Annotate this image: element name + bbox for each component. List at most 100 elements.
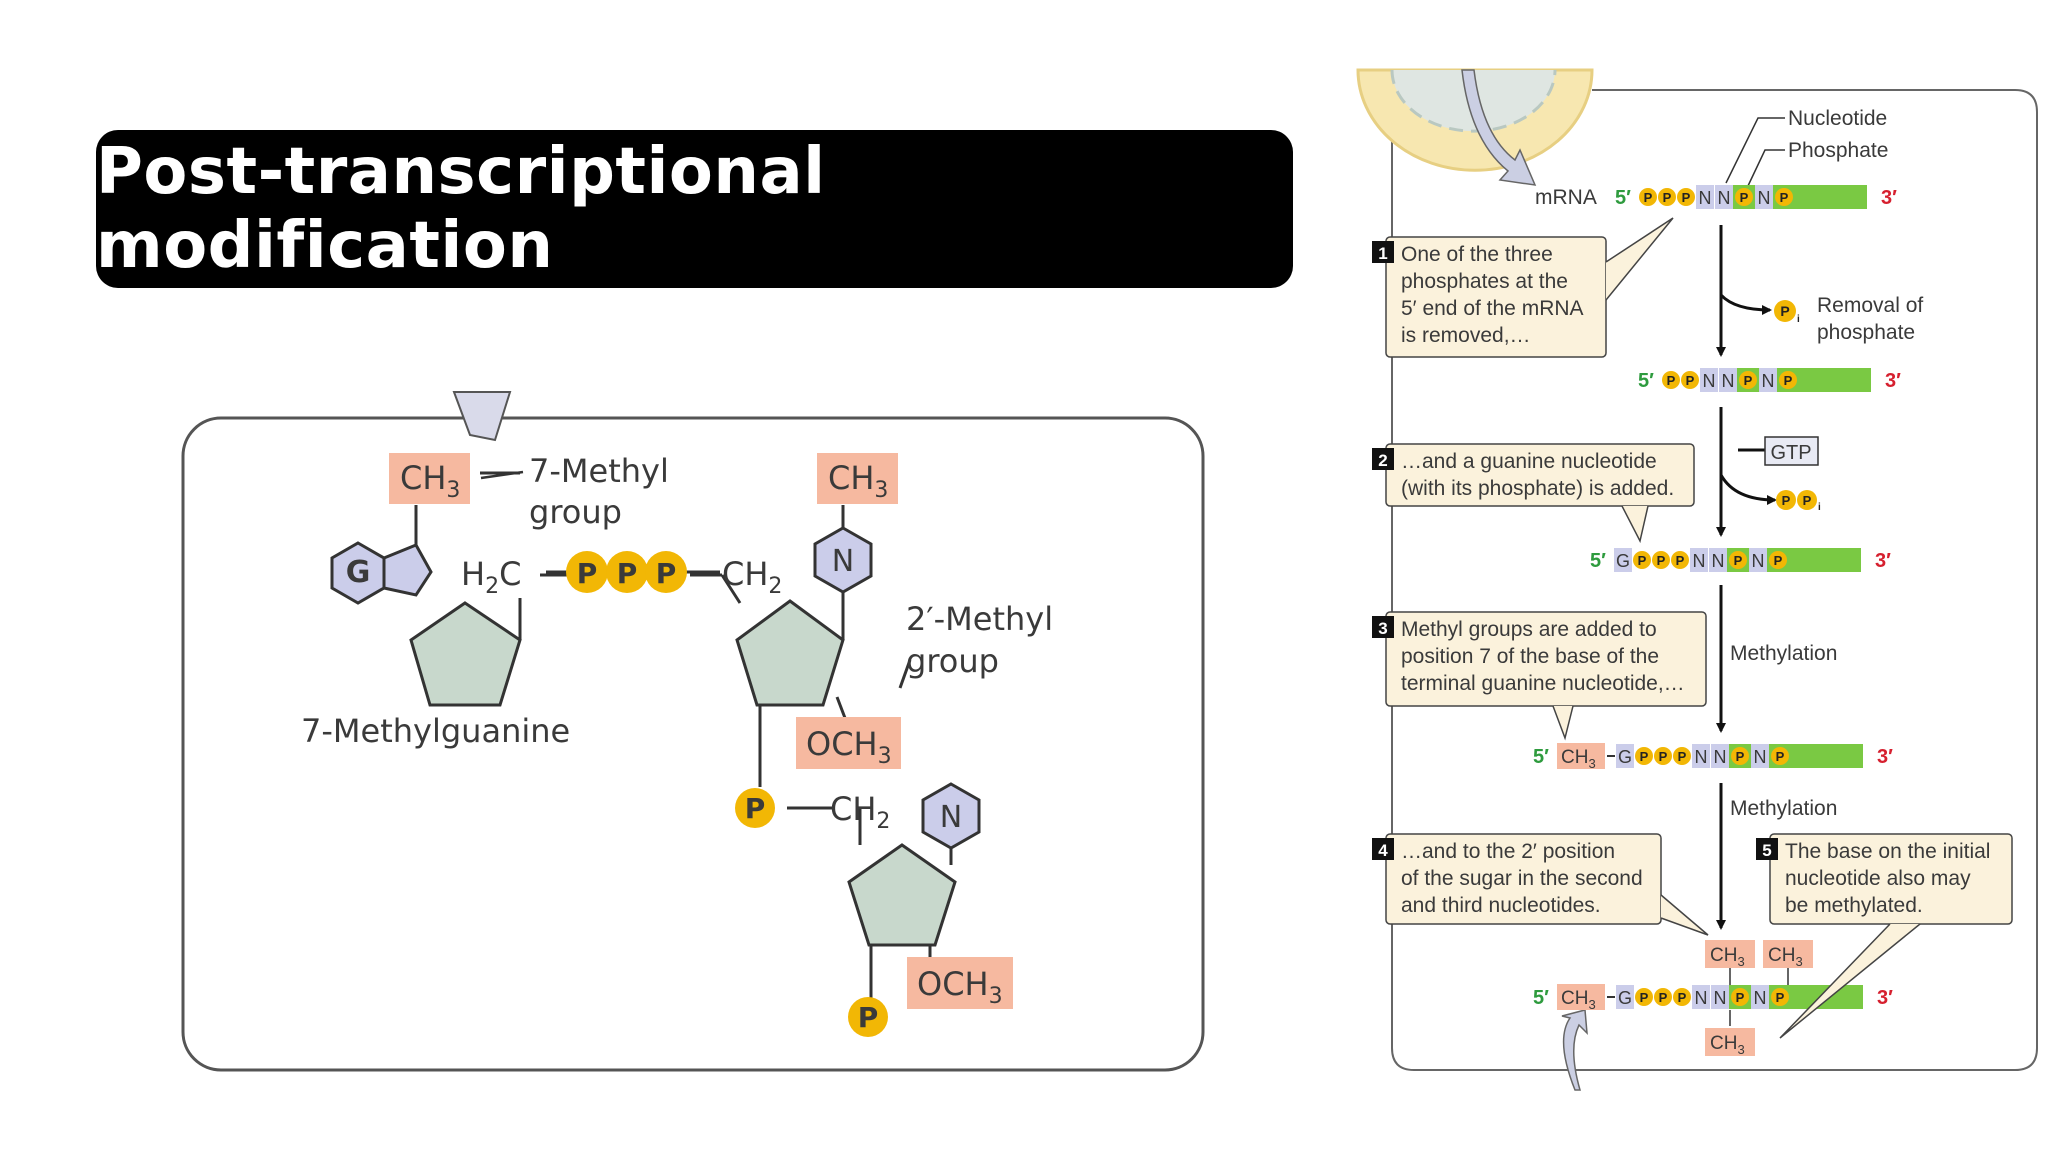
phosphate-letter: P	[1774, 553, 1783, 568]
step-number-box	[1756, 838, 1778, 860]
base-letter: N	[1699, 188, 1712, 208]
callout-box	[1385, 833, 1662, 925]
tail-segment	[1791, 744, 1863, 768]
base-letter: N	[1714, 747, 1727, 767]
phosphate-link: P	[735, 788, 775, 828]
base-box	[1692, 744, 1710, 768]
step2-callout: 2…and a guanine nucleotide(with its phos…	[1372, 443, 1695, 544]
phosphate-bead	[1662, 371, 1680, 389]
phosphate-bead	[1654, 747, 1672, 765]
base-letter: G	[1618, 988, 1632, 1008]
base-box	[1709, 548, 1727, 572]
step-number: 1	[1378, 244, 1387, 263]
base-box	[1711, 744, 1729, 768]
base-box	[1749, 548, 1767, 572]
five-prime-label: 5′	[1533, 987, 1549, 1009]
phosphate-bead	[1658, 188, 1676, 206]
phosphate-bead	[1635, 988, 1653, 1006]
phosphate-letter: P	[1736, 990, 1745, 1005]
phosphate-letter: P	[1644, 190, 1653, 205]
svg-text:P: P	[1803, 493, 1812, 508]
phosphate-letter: P	[1776, 990, 1785, 1005]
phosphate-letter: P	[1640, 990, 1649, 1005]
phosphate-bead	[1771, 988, 1789, 1006]
ch2-label-1: CH2	[722, 555, 782, 599]
methyl-sugar-2: CH3	[1705, 940, 1755, 969]
title-banner: Post-transcriptional modification	[96, 130, 1293, 288]
cap-structure-panel: G N N CH3 CH3 OCH3 OCH3 H2C CH2	[181, 391, 1205, 1072]
three-prime-label: 3′	[1877, 746, 1893, 768]
panel-frame-right	[1391, 70, 2038, 1071]
base-box	[1614, 548, 1632, 572]
step-number-box	[1372, 241, 1394, 263]
base-n-label-2: N	[940, 800, 962, 835]
step-number: 3	[1378, 619, 1387, 638]
base-letter: N	[1754, 988, 1767, 1008]
phosphate-letter: P	[1638, 553, 1647, 568]
svg-text:OCH3: OCH3	[917, 965, 1003, 1009]
callout-line: position 7 of the base of the	[1401, 645, 1659, 668]
step-number-box	[1372, 616, 1394, 638]
svg-text:CH3: CH3	[828, 459, 888, 503]
phosphate-letter: P	[1678, 990, 1687, 1005]
svg-text:i: i	[1797, 314, 1800, 325]
svg-text:P: P	[656, 557, 677, 590]
nucleotide-label: Nucleotide	[1788, 107, 1887, 130]
och3-box-1: OCH3	[796, 717, 901, 769]
base-box	[1751, 985, 1769, 1009]
base-letter: N	[1714, 988, 1727, 1008]
base-box	[1700, 368, 1718, 392]
svg-text:P: P	[617, 557, 638, 590]
base-box	[1711, 985, 1729, 1009]
phosphate-letter: P	[1659, 749, 1668, 764]
base-box	[1696, 185, 1714, 209]
phosphate-bead	[1779, 371, 1797, 389]
step-number: 2	[1378, 451, 1387, 470]
methyl-box	[1557, 743, 1605, 769]
phosphate-letter: P	[1776, 749, 1785, 764]
phosphate-bead	[1671, 551, 1689, 569]
phosphate-bead	[1731, 747, 1749, 765]
phosphate-letter: P	[1657, 553, 1666, 568]
base-letter: N	[1718, 188, 1731, 208]
callout-line: One of the three	[1401, 243, 1553, 266]
callout-pointer	[1779, 923, 1921, 1039]
step-number-box	[1372, 448, 1394, 470]
svg-text:OCH3: OCH3	[806, 725, 892, 769]
callout-line: and third nucleotides.	[1401, 894, 1601, 917]
callout-line: Methyl groups are added to	[1401, 618, 1657, 641]
phosphate-bead	[1652, 551, 1670, 569]
callout-line: is removed,…	[1401, 324, 1531, 347]
base-letter: N	[1762, 371, 1775, 391]
h2c-label: H2C	[461, 555, 521, 599]
step-number-box	[1372, 838, 1394, 860]
base-letter: N	[1695, 988, 1708, 1008]
base-letter: N	[1722, 371, 1735, 391]
methyl-sugar-3: CH3	[1763, 940, 1813, 969]
svg-text:i: i	[1818, 502, 1821, 513]
svg-text:P: P	[1782, 493, 1791, 508]
incoming-arrow	[452, 391, 512, 442]
phosphate-bead	[1635, 747, 1653, 765]
base-g-label: G	[346, 555, 371, 590]
base-letter: N	[1703, 371, 1716, 391]
base-box	[1692, 985, 1710, 1009]
five-prime-label: 5′	[1533, 746, 1549, 768]
flow-arrows	[1716, 225, 1777, 930]
svg-text:GTP: GTP	[1770, 442, 1811, 464]
step-number: 4	[1378, 841, 1388, 860]
three-prime-label: 3′	[1885, 370, 1901, 392]
phosphate-bead	[1677, 188, 1695, 206]
triphosphate-bridge: P P P	[546, 551, 720, 593]
base-letter: N	[1754, 747, 1767, 767]
base-box	[1751, 744, 1769, 768]
methyl-box	[1705, 940, 1755, 968]
phosphate-letter: P	[1678, 749, 1687, 764]
och3-box-2: OCH3	[907, 957, 1013, 1009]
sugar-ring-3	[847, 843, 957, 947]
